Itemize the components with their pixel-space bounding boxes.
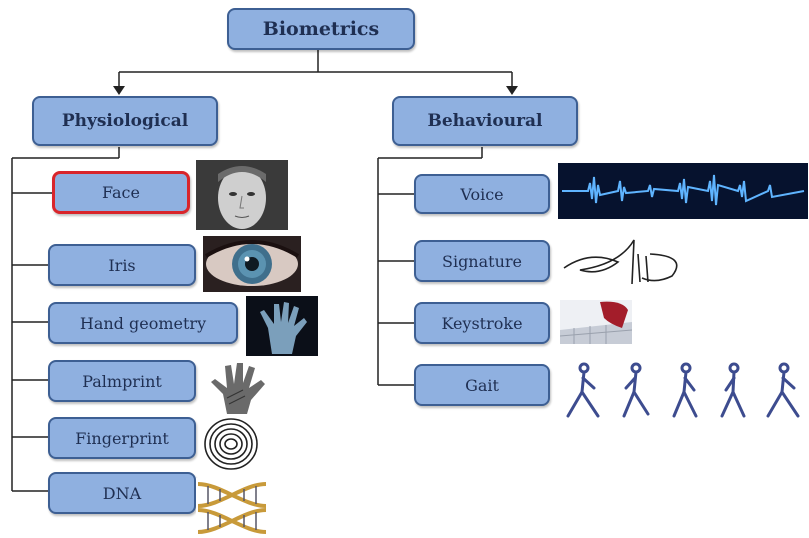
category-physiological: Physiological — [32, 96, 218, 146]
node-dna: DNA — [48, 472, 196, 514]
palmprint-photo-icon — [205, 360, 277, 416]
face-photo-icon — [196, 160, 288, 230]
node-iris: Iris — [48, 244, 196, 286]
voice-waveform-icon — [558, 163, 808, 219]
fingerprint-photo-icon — [201, 416, 261, 472]
node-signature: Signature — [414, 240, 550, 282]
iris-photo-icon — [203, 236, 301, 292]
keystroke-photo-icon — [560, 300, 632, 344]
node-gait: Gait — [414, 364, 550, 406]
node-face: Face — [52, 171, 190, 214]
node-palmprint: Palmprint — [48, 360, 196, 402]
node-fingerprint: Fingerprint — [48, 417, 196, 459]
category-behavioural: Behavioural — [392, 96, 578, 146]
node-hand-geometry: Hand geometry — [48, 302, 238, 344]
hand-xray-photo-icon — [246, 296, 318, 356]
signature-scribble-icon — [560, 232, 690, 292]
walking-figures-icon — [558, 360, 808, 420]
root-node-biometrics: Biometrics — [227, 8, 415, 50]
dna-helix-photo-icon — [196, 478, 268, 536]
node-voice: Voice — [414, 174, 550, 214]
node-keystroke: Keystroke — [414, 302, 550, 344]
